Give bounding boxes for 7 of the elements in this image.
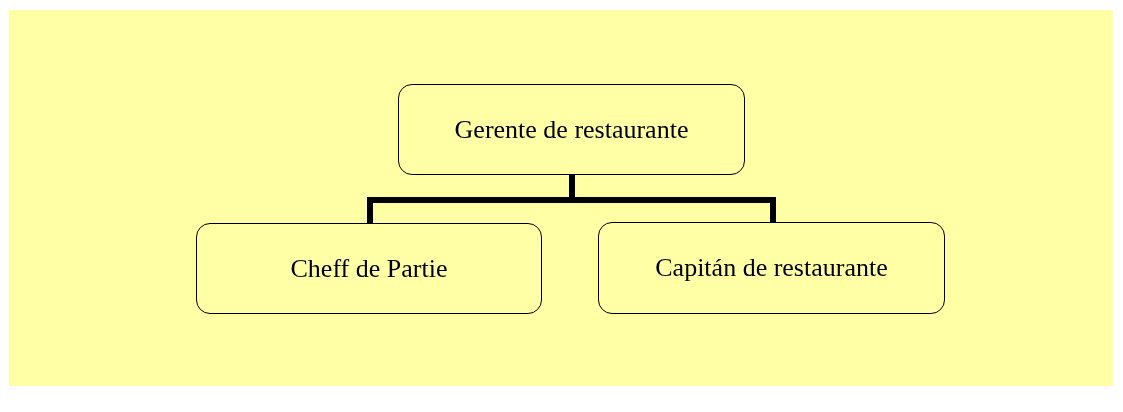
role-title: Gerente de restaurante: [454, 114, 689, 145]
org-box: [598, 222, 945, 314]
org-box: [196, 223, 542, 314]
role-title: Capitán de restaurante: [655, 253, 888, 283]
role-title: Cheff de Partie: [290, 253, 448, 284]
org-box: [398, 84, 745, 175]
connector-line: [569, 175, 776, 222]
